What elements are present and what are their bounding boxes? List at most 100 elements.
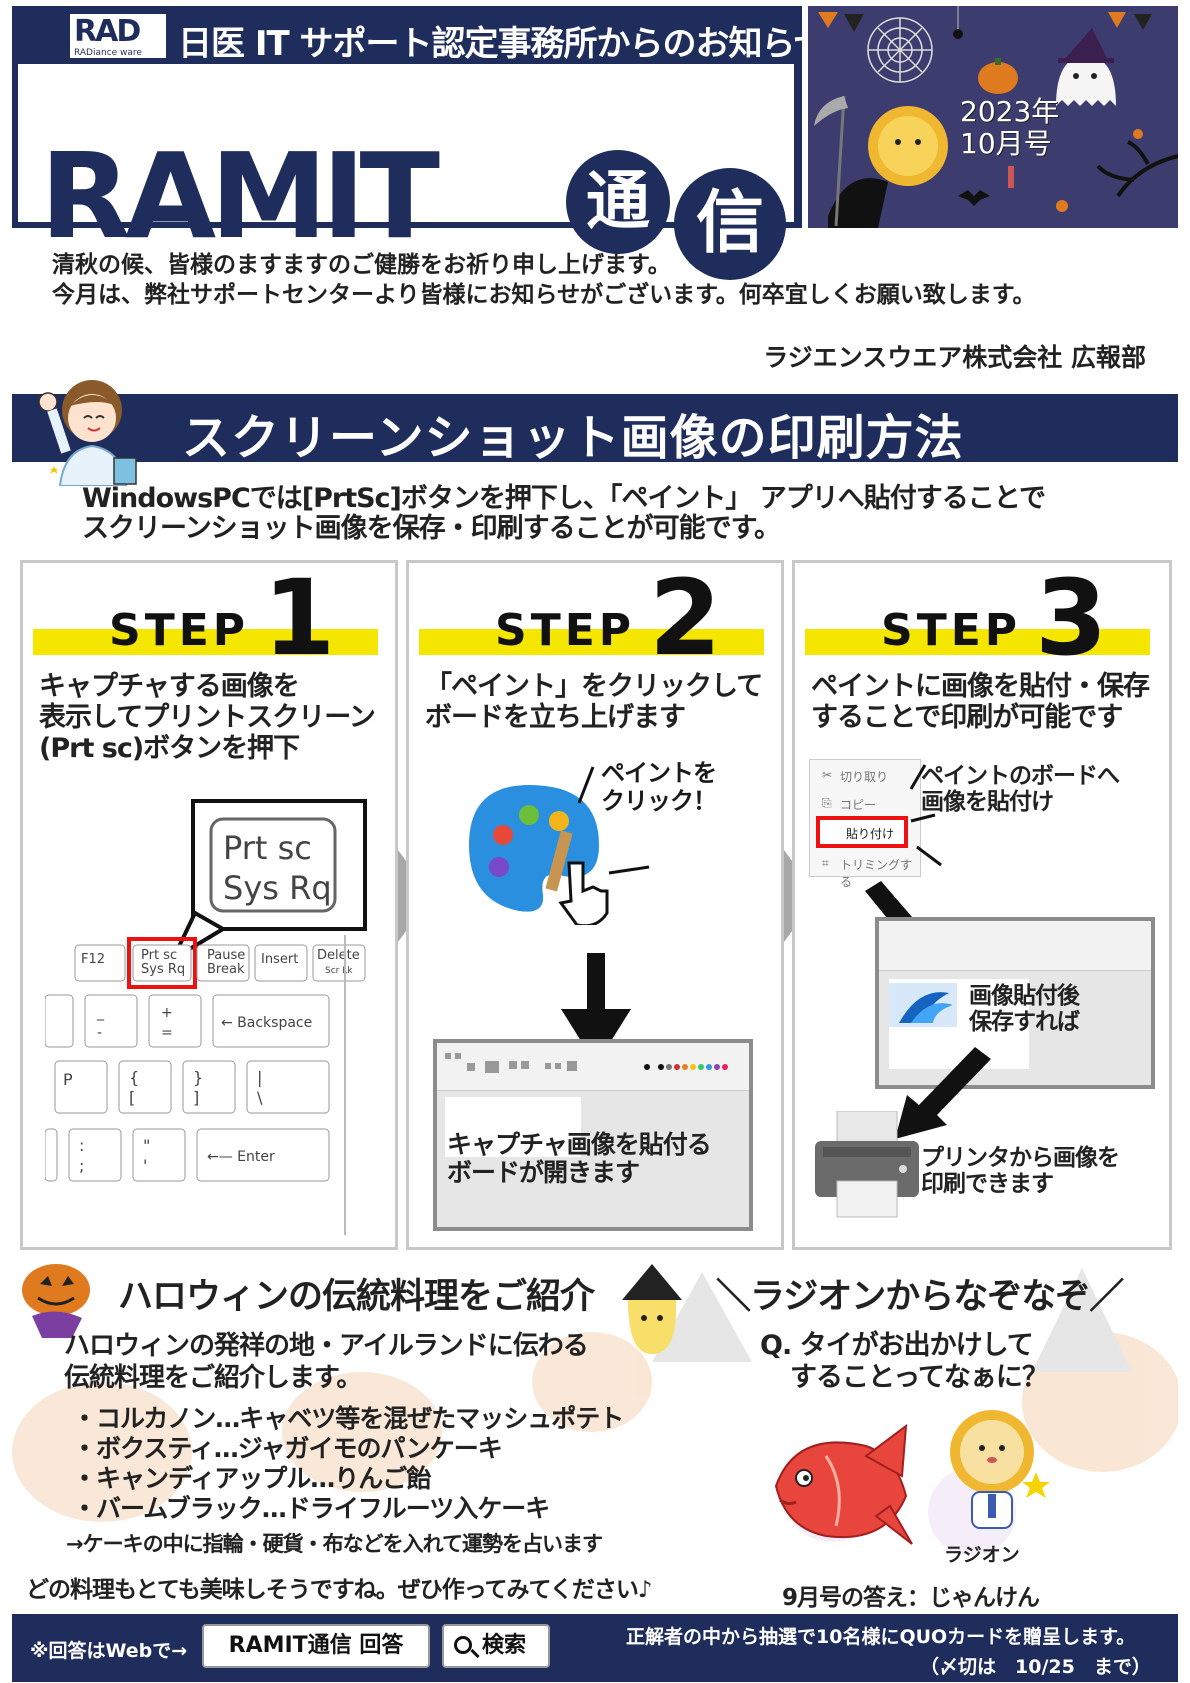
halloween-issue-panel: 2023年 10月号 <box>808 6 1178 228</box>
issue-month: 10月号 <box>960 127 1052 160</box>
step-label: STEP <box>881 605 1022 656</box>
key-blank <box>45 1128 58 1182</box>
hand-cursor-icon <box>558 861 609 925</box>
highlight-frame <box>127 937 197 989</box>
step-highlight <box>805 629 1150 655</box>
step-3-panel: STEP 3 ペイントに画像を貼付・保存 することで印刷が可能です 切り取り コ… <box>792 557 1172 1250</box>
masthead-title-area: RAMIT 通 信 <box>18 64 794 280</box>
spider-web-icon <box>867 17 933 83</box>
key-insert <box>254 944 308 982</box>
menu-item-trim: トリミングする <box>840 858 913 889</box>
pumpkin-mascot-icon <box>22 1264 90 1338</box>
key-p <box>54 1060 108 1114</box>
crop-icon: ⌗ <box>822 856 829 870</box>
last-month-answer: 9月号の答え：じゃんけん <box>782 1585 1040 1611</box>
emphasis-line-icon <box>577 766 595 804</box>
section-title-bar: スクリーンショット画像の印刷方法 <box>12 394 1178 466</box>
key-label: Delete <box>317 948 360 963</box>
logo-text: RAD <box>74 14 141 49</box>
answer-web-label: ※回答はWebで→ <box>30 1640 188 1662</box>
keyboard-illustration: Prt sc Sys Rq F12 Prt sc Sys Rq Pause Br… <box>45 799 367 1235</box>
caption-line: 画像を貼付け <box>921 789 1054 815</box>
witch-hat-watermark-icon <box>652 1272 752 1362</box>
paint-toolbar <box>437 1043 749 1091</box>
paint-color-dot <box>519 805 539 825</box>
menu-item-cut: 切り取り <box>840 770 889 784</box>
key-plus <box>148 994 202 1048</box>
key-delete <box>312 944 366 982</box>
question-line: することってなぁに？ <box>790 1362 1049 1393</box>
candle-icon <box>1008 166 1014 188</box>
step-description-line: 「ペイント」をクリックして <box>425 671 763 702</box>
key-label: " <box>143 1136 150 1155</box>
key-label: Pause <box>207 948 245 963</box>
paint-window: キャプチャ画像を貼付る ボードが開きます <box>433 1039 753 1231</box>
key-label: ' <box>143 1156 147 1175</box>
greeting-line: 清秋の候、皆様のますますのご健勝をお祈り申し上げます。 <box>52 252 671 278</box>
intro-line: ハロウィンの発祥の地・アイルランドに伝わる <box>64 1331 589 1361</box>
riddle-title: ＼ラジオンからなぞなぞ／ <box>716 1277 1124 1317</box>
mascot-name: ラジオン <box>944 1544 1020 1566</box>
section-intro: WindowsPCでは[PrtSc]ボタンを押下し、「ペイント」 アプリへ貼付す… <box>82 484 1046 544</box>
down-arrow-icon <box>895 1047 991 1139</box>
key-close-brace <box>182 1060 236 1114</box>
key-backspace <box>212 994 330 1048</box>
printer-icon <box>815 1111 919 1218</box>
bare-tree-icon <box>1096 140 1178 198</box>
logo-subtext: RADiance ware <box>74 48 142 58</box>
step-label: STEP <box>109 605 250 656</box>
list-item: ・コルカノン…キャベツ等を混ぜたマッシュポテト <box>72 1404 624 1433</box>
key-label: = <box>161 1025 173 1041</box>
witch-hat-watermark-icon <box>1032 1268 1132 1372</box>
key-label: Scr Lk <box>325 966 353 976</box>
spider-icon <box>953 6 963 39</box>
step-number: 1 <box>263 557 336 679</box>
candy-icon <box>1056 200 1068 212</box>
context-menu: 切り取り コピー 貼り付け トリミングする ✂ ⎘ ⌗ <box>809 759 921 889</box>
key-brace <box>118 1060 172 1114</box>
search-button-label: 検索 <box>482 1633 527 1658</box>
sunflower-character-icon <box>814 95 948 228</box>
step-2-panel: STEP 2 「ペイント」をクリックして ボードを立ち上げます ペイントを クリ… <box>406 557 784 1250</box>
pumpkin-icon <box>978 58 1018 94</box>
search-keyword-box[interactable]: RAMIT通信 回答 <box>202 1624 430 1668</box>
key-blank <box>45 994 74 1048</box>
halloween-title: ハロウィンの伝統料理をご紹介 <box>118 1277 595 1317</box>
paint-color-dot <box>493 825 513 845</box>
key-label: Break <box>207 962 245 977</box>
step-1-panel: STEP 1 キャプチャする画像を 表示してプリントスクリーン (Prt sc)… <box>20 557 398 1250</box>
caption-line: 印刷できます <box>921 1171 1054 1197</box>
pumpkin-watermark-icon <box>532 1332 652 1432</box>
intro-line: スクリーンショット画像を保存・印刷することが可能です。 <box>82 513 781 544</box>
step-description-line: ボードを立ち上げます <box>425 702 686 733</box>
issue-year: 2023年 <box>960 95 1060 128</box>
key-label: } <box>193 1068 203 1087</box>
intro-line: 伝統料理をご紹介します。 <box>64 1363 362 1393</box>
paint-color-dot <box>489 857 509 877</box>
copy-icon: ⎘ <box>822 796 832 810</box>
paint-board-caption: キャプチャ画像を貼付る ボードが開きます <box>447 1131 712 1187</box>
step-number: 3 <box>1035 557 1108 679</box>
zoom-callout: Prt sc Sys Rq <box>168 799 367 965</box>
step-description: 「ペイント」をクリックして ボードを立ち上げます <box>425 671 763 733</box>
bunting-flag-icon <box>1134 14 1152 30</box>
key-label: { <box>129 1068 139 1087</box>
search-button[interactable]: 検索 <box>442 1624 550 1668</box>
signature: ラジエンスウエア株式会社 広報部 <box>763 343 1146 372</box>
search-icon <box>454 1636 472 1654</box>
nurse-illustration <box>38 380 137 486</box>
caption-line: プリンタから画像を <box>921 1145 1120 1171</box>
step-description-line: ペイントに画像を貼付・保存 <box>811 671 1150 702</box>
zoom-key-label: Sys Rq <box>223 869 332 907</box>
sea-bream-fish-icon <box>774 1423 913 1545</box>
caption-line: ボードが開きます <box>447 1158 640 1187</box>
zoom-key-label: Prt sc <box>223 829 312 867</box>
bunting-flag-icon <box>818 12 838 28</box>
paint-callout: ペイントを クリック！ <box>601 759 717 815</box>
list-item: ・ボクスティ…ジャガイモのパンケーキ <box>72 1434 503 1463</box>
greeting-line: 今月は、弊社サポートセンターより皆様にお知らせがございます。何卒宜しくお願い致し… <box>52 282 1036 308</box>
emphasis-line-icon <box>608 865 650 875</box>
scythe-icon <box>814 96 848 126</box>
halloween-decoration <box>814 6 1178 228</box>
key-label: : <box>79 1136 84 1155</box>
